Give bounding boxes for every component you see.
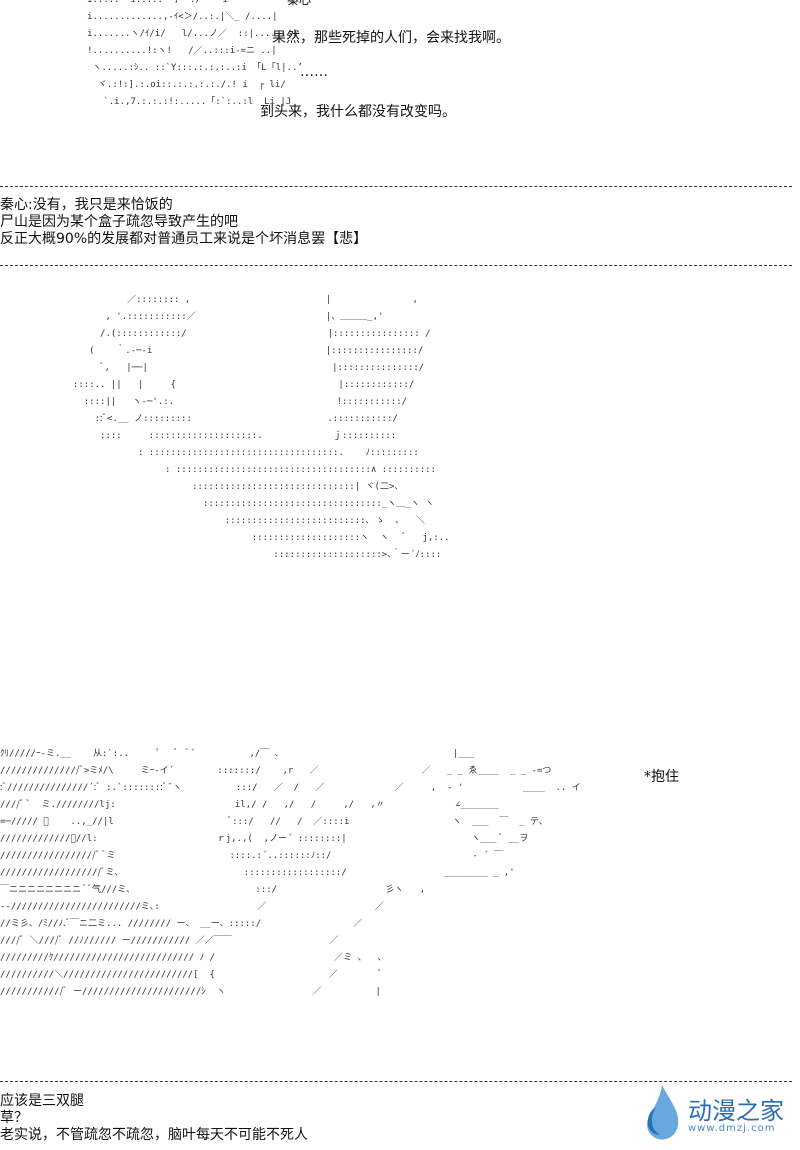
ascii-art-figure: i..... i....: , ./ i i.............,-ｲ<＞…	[87, 0, 303, 107]
sound-effect: *抱住	[644, 769, 679, 785]
comment-line: 草？	[0, 1110, 28, 1126]
comment-line: 秦心:没有，我只是来恰饭的	[0, 197, 173, 213]
monologue-line-1: 果然，那些死掉的人们，会来找我啊。	[272, 30, 510, 46]
comment-line: 反正大概90%的发展都对普通员工来说是个坏消息罢【悲】	[0, 231, 368, 247]
divider-3	[0, 1081, 792, 1082]
site-logo: 动漫之家 www.dmzj.com	[640, 1083, 790, 1143]
ascii-art-hug: ｸﾘ/////ｰ-ミ.__ 从:`:.. ﾟ ﾞ ﾞ´ ,/￣ ､ |___ /…	[0, 749, 581, 997]
monologue-line-2: 到头来，我什么都没有改变吗。	[260, 104, 456, 120]
comment-line: 应该是三双腿	[0, 1093, 84, 1109]
comment-line: 尸山是因为某个盒子疏忽导致产生的吧	[0, 214, 238, 230]
logo-url: www.dmzj.com	[688, 1123, 776, 1134]
droplet-logo-icon	[647, 1085, 679, 1140]
monologue-ellipsis: ……	[300, 64, 328, 80]
speaker-label: 秦心	[287, 0, 312, 7]
comment-line: 老实说，不管疏忽不疏忽，脑叶每天不可能不死人	[0, 1127, 308, 1143]
logo-name: 动漫之家	[688, 1097, 784, 1125]
ascii-art-legs: ／:::::::: , | , , '.:::::::::::／ |、＿＿＿_,…	[72, 295, 450, 560]
comments-block-2: 应该是三双腿 草？ 老实说，不管疏忽不疏忽，脑叶每天不可能不死人	[0, 1093, 308, 1144]
divider-2	[0, 265, 792, 266]
comments-block-1: 秦心:没有，我只是来恰饭的 尸山是因为某个盒子疏忽导致产生的吧 反正大概90%的…	[0, 197, 367, 248]
divider-1	[0, 186, 792, 187]
